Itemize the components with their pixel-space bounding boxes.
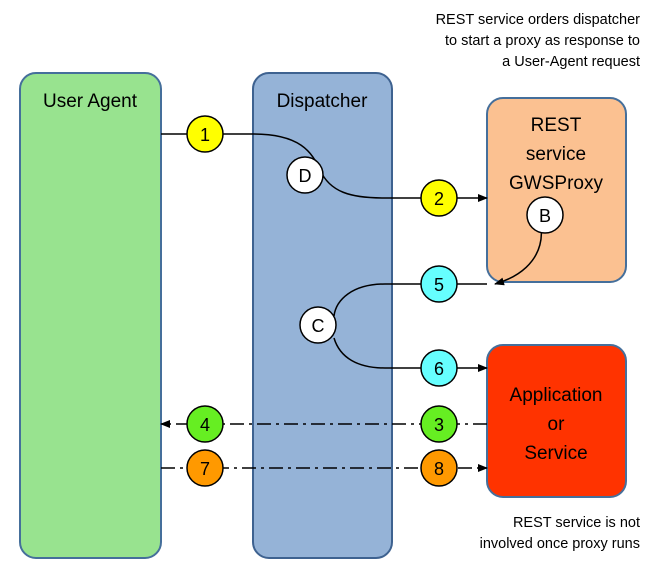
step-badge-3: 3 — [420, 405, 458, 443]
step-badge-1-circle — [186, 115, 224, 153]
step-badge-2: 2 — [420, 179, 458, 217]
user-agent-box: User Agent — [19, 72, 162, 559]
step-badge-1-label: 1 — [200, 125, 210, 145]
rest-service-label-line-3: GWSProxy — [509, 173, 603, 194]
flow-dispatcher-to-app — [333, 337, 488, 372]
step-badge-3-label: 3 — [434, 415, 444, 435]
rest-service-box-shape — [486, 97, 627, 283]
rest-service-label-line-1: REST — [531, 115, 582, 136]
decision-point-b-label: B — [539, 206, 551, 226]
rest-service-box: REST service GWSProxy — [486, 97, 627, 283]
step-badge-5-label: 5 — [434, 275, 444, 295]
step-badge-4: 4 — [186, 405, 224, 443]
flow-rest-to-dispatcher — [333, 283, 487, 317]
application-box: Application or Service — [486, 344, 627, 498]
application-box-shape — [486, 344, 627, 498]
note-top: REST service orders dispatcher to start … — [436, 10, 640, 73]
application-label-line-3: Service — [524, 443, 587, 464]
decision-point-c-label: C — [312, 316, 325, 336]
note-top-line-1: REST service orders dispatcher — [435, 12, 640, 28]
step-badge-4-label: 4 — [200, 415, 210, 435]
step-badge-3-circle — [420, 405, 458, 443]
user-agent-label: User Agent — [43, 91, 138, 112]
note-bottom: REST service is not involved once proxy … — [480, 513, 640, 555]
note-top-line-2: to start a proxy as response to — [444, 33, 640, 49]
step-badge-7-label: 7 — [200, 459, 210, 479]
step-badge-5-circle — [420, 265, 458, 303]
user-agent-box-shape — [19, 72, 162, 559]
step-badge-2-label: 2 — [434, 189, 444, 209]
note-top-line-3: a User-Agent request — [502, 54, 640, 70]
rest-service-label-line-2: service — [526, 144, 586, 165]
step-badge-7: 7 — [186, 449, 224, 487]
decision-point-d-label: D — [299, 166, 312, 186]
step-badge-8-label: 8 — [434, 459, 444, 479]
decision-point-b: B — [526, 196, 564, 234]
step-badge-4-circle — [186, 405, 224, 443]
step-badge-7-circle — [186, 449, 224, 487]
application-label-line-2: or — [548, 414, 566, 435]
decision-point-d: D — [286, 156, 324, 194]
decision-point-c-circle — [299, 306, 337, 344]
note-bottom-line-2: involved once proxy runs — [479, 536, 640, 552]
step-badge-2-circle — [420, 179, 458, 217]
decision-point-d-circle — [286, 156, 324, 194]
step-badge-5: 5 — [420, 265, 458, 303]
decision-point-c: C — [299, 306, 337, 344]
application-label-line-1: Application — [510, 385, 603, 406]
step-badge-6-circle — [420, 349, 458, 387]
step-badge-6: 6 — [420, 349, 458, 387]
step-badge-1: 1 — [186, 115, 224, 153]
dispatcher-label: Dispatcher — [277, 91, 368, 112]
note-bottom-line-1: REST service is not — [512, 515, 640, 531]
step-badge-8-circle — [420, 449, 458, 487]
decision-point-b-circle — [526, 196, 564, 234]
step-badge-8: 8 — [420, 449, 458, 487]
step-badge-6-label: 6 — [434, 359, 444, 379]
